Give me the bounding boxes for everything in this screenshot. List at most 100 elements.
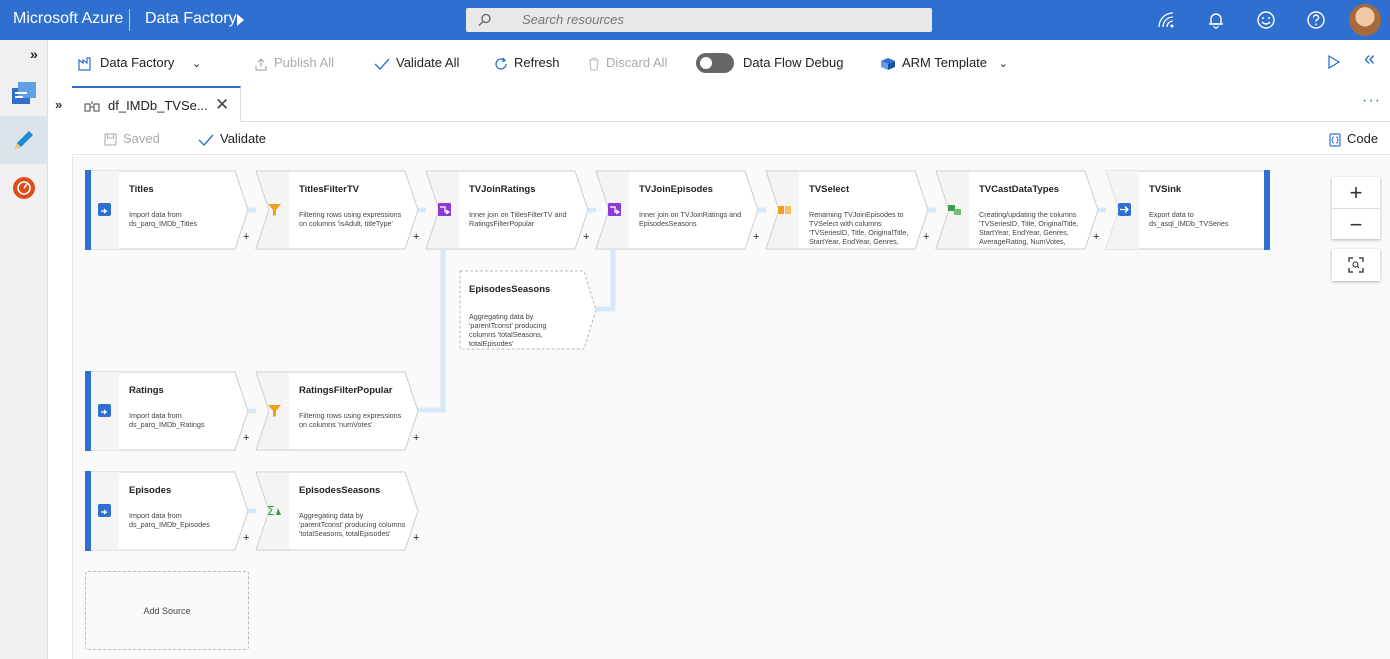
run-icon[interactable] bbox=[1328, 55, 1340, 69]
wifi-icon[interactable] bbox=[1156, 10, 1176, 30]
node-name: Episodes bbox=[129, 485, 172, 496]
breadcrumb-service[interactable]: Data Factory bbox=[145, 10, 237, 27]
top-bar: Microsoft Azure Data Factory Search reso… bbox=[0, 0, 1390, 40]
add-transform-button[interactable]: + bbox=[1093, 231, 1100, 243]
zoom-out-button[interactable]: − bbox=[1332, 208, 1380, 239]
add-transform-button[interactable]: + bbox=[243, 231, 250, 243]
factory-icon bbox=[78, 56, 91, 71]
rail-monitor[interactable] bbox=[0, 164, 48, 212]
node-name: Ratings bbox=[129, 385, 164, 396]
chevron-right-icon[interactable] bbox=[237, 14, 244, 26]
join-icon bbox=[438, 203, 451, 216]
node-shape bbox=[85, 170, 249, 250]
publish-label: Publish All bbox=[274, 55, 334, 70]
add-transform-button[interactable]: + bbox=[583, 231, 590, 243]
factory-selector[interactable]: Data Factory ⌄ bbox=[78, 55, 201, 71]
filter-icon bbox=[268, 405, 281, 417]
avatar[interactable] bbox=[1349, 4, 1381, 36]
add-transform-button[interactable]: + bbox=[413, 532, 420, 544]
fit-view-icon bbox=[1348, 257, 1364, 273]
discard-all-button[interactable]: Discard All bbox=[588, 55, 667, 71]
arm-template-menu[interactable]: ARM Template ⌄ bbox=[880, 55, 1008, 71]
add-transform-button[interactable]: + bbox=[243, 432, 250, 444]
divider bbox=[129, 9, 130, 31]
add-transform-button[interactable]: + bbox=[923, 231, 930, 243]
dataflow-icon bbox=[84, 101, 100, 112]
expand-rail-icon[interactable]: » bbox=[30, 46, 38, 62]
publish-all-button[interactable]: Publish All bbox=[254, 55, 334, 71]
rail-home[interactable] bbox=[0, 70, 48, 118]
home-icon bbox=[12, 82, 36, 104]
arm-label: ARM Template bbox=[902, 55, 988, 70]
zoom-controls: + − bbox=[1332, 177, 1380, 239]
chevron-down-icon: ⌄ bbox=[192, 58, 202, 70]
node-shape bbox=[459, 270, 597, 350]
add-source-label: Add Source bbox=[143, 606, 191, 616]
node-name: Titles bbox=[129, 184, 154, 195]
refresh-label: Refresh bbox=[514, 55, 560, 70]
factory-label: Data Factory bbox=[100, 55, 175, 70]
collapse-panel-icon[interactable]: « bbox=[1364, 48, 1376, 70]
node-description: Import data from ds_parq_IMDb_Episodes bbox=[129, 511, 210, 529]
close-icon[interactable]: ✕ bbox=[215, 95, 230, 114]
node-description: Inner join on TVJoinRatings and Episodes… bbox=[639, 210, 742, 228]
tab-bar: df_IMDb_TVSe... ✕ bbox=[72, 86, 1390, 122]
debug-toggle[interactable] bbox=[696, 53, 734, 73]
tab-dataflow[interactable]: df_IMDb_TVSe... ✕ bbox=[72, 86, 241, 122]
node-name: TVSelect bbox=[809, 184, 850, 195]
node-name: TVCastDataTypes bbox=[979, 184, 1060, 195]
zoom-in-button[interactable]: + bbox=[1349, 180, 1363, 205]
code-icon bbox=[1329, 132, 1341, 147]
zoom-to-fit-button[interactable] bbox=[1332, 249, 1380, 281]
search-placeholder: Search resources bbox=[522, 12, 624, 27]
source-icon bbox=[98, 203, 111, 216]
saved-label: Saved bbox=[123, 131, 160, 146]
discard-label: Discard All bbox=[606, 55, 668, 70]
more-options-icon[interactable]: ··· bbox=[1362, 92, 1381, 109]
validate-all-label: Validate All bbox=[396, 55, 460, 70]
filter-icon bbox=[268, 204, 281, 216]
source-icon bbox=[98, 404, 111, 417]
search-box[interactable]: Search resources bbox=[466, 8, 932, 32]
refresh-button[interactable]: Refresh bbox=[494, 55, 560, 71]
add-transform-button[interactable]: + bbox=[413, 231, 420, 243]
validate-all-button[interactable]: Validate All bbox=[374, 55, 459, 70]
add-transform-button[interactable]: + bbox=[753, 231, 760, 243]
azure-brand[interactable]: Microsoft Azure bbox=[13, 10, 124, 27]
toggle-knob bbox=[700, 57, 712, 69]
add-transform-button[interactable]: + bbox=[243, 532, 250, 544]
dataflow-subtoolbar: Saved Validate Code bbox=[72, 123, 1390, 155]
code-button[interactable]: Code bbox=[1329, 131, 1378, 147]
trash-icon bbox=[589, 57, 599, 71]
node-name: TVJoinEpisodes bbox=[639, 184, 713, 195]
sink-icon bbox=[1118, 203, 1131, 216]
validate-button[interactable]: Validate bbox=[198, 131, 266, 146]
join-icon bbox=[608, 203, 621, 216]
add-transform-button[interactable]: + bbox=[413, 432, 420, 444]
add-source-button[interactable]: Add Source bbox=[85, 571, 249, 650]
node-name: EpisodesSeasons bbox=[299, 485, 381, 496]
node-name: EpisodesSeasons bbox=[469, 284, 551, 295]
bell-icon[interactable] bbox=[1206, 10, 1226, 30]
node-description: Filtering rows using expressions on colu… bbox=[299, 411, 402, 429]
rail-author[interactable] bbox=[0, 116, 48, 164]
saved-status: Saved bbox=[104, 131, 160, 146]
node-description: Creating/updating the columns 'TVSeriesI… bbox=[979, 210, 1079, 246]
help-icon[interactable] bbox=[1306, 10, 1326, 30]
smiley-icon[interactable] bbox=[1256, 10, 1276, 30]
expand-factory-resources-icon[interactable]: » bbox=[55, 97, 63, 112]
derived-column-icon bbox=[948, 205, 961, 215]
